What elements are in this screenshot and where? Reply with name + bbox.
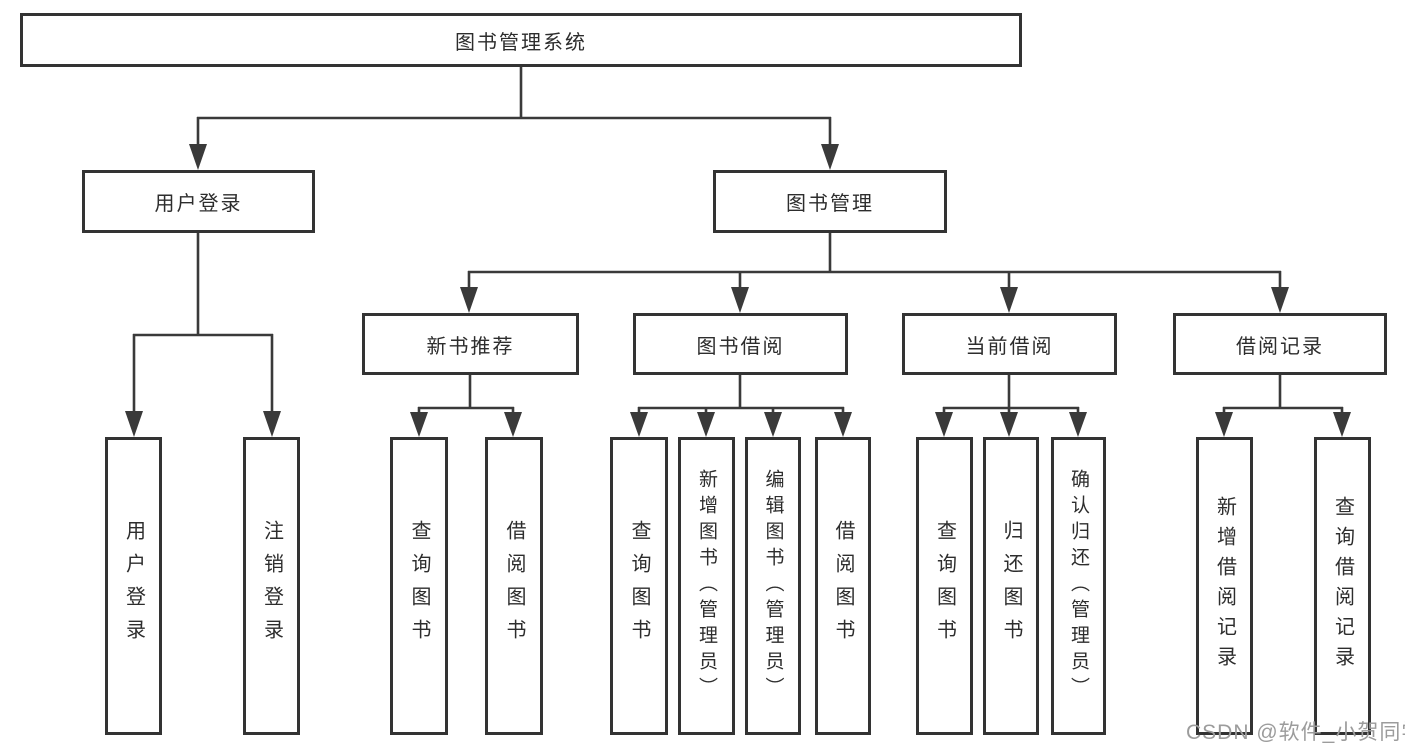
leaf-add-book-admin-label: 新增图书（管理员）	[696, 469, 717, 703]
connector-book-management-to-level3	[460, 233, 1289, 313]
leaf-query-book-recommend: 查询图书	[390, 437, 448, 735]
leaf-query-book-current-label: 查询图书	[933, 520, 956, 652]
node-book-borrow-label: 图书借阅	[696, 335, 785, 358]
connector-user-login-to-leaves	[125, 233, 281, 437]
node-book-borrow: 图书借阅	[633, 313, 848, 375]
node-user-login: 用户登录	[82, 170, 315, 233]
leaf-query-book-recommend-label: 查询图书	[408, 520, 430, 652]
leaf-add-borrow-record: 新增借阅记录	[1196, 437, 1253, 735]
connector-root-to-level2	[189, 67, 839, 170]
leaf-confirm-return-admin-label: 确认归还（管理员）	[1068, 469, 1089, 703]
leaf-return-book-label: 归还图书	[1000, 520, 1022, 652]
leaf-confirm-return-admin: 确认归还（管理员）	[1051, 437, 1106, 735]
leaf-borrow-book-recommend: 借阅图书	[485, 437, 543, 735]
leaf-user-login: 用户登录	[105, 437, 162, 735]
watermark: CSDN @软件_小贺同学	[1186, 721, 1405, 744]
leaf-query-book-borrow-label: 查询图书	[628, 520, 650, 652]
connector-borrow-records-to-leaves	[1215, 375, 1351, 437]
leaf-add-book-admin: 新增图书（管理员）	[678, 437, 735, 735]
node-root: 图书管理系统	[20, 13, 1022, 67]
node-current-borrow: 当前借阅	[902, 313, 1117, 375]
node-book-management-label: 图书管理	[786, 193, 874, 215]
node-borrow-records: 借阅记录	[1173, 313, 1387, 375]
node-new-book-recommend: 新书推荐	[362, 313, 579, 375]
node-root-label: 图书管理系统	[455, 31, 587, 54]
node-new-book-recommend-label: 新书推荐	[426, 335, 515, 358]
leaf-query-borrow-record-label: 查询借阅记录	[1331, 496, 1354, 676]
leaf-query-borrow-record: 查询借阅记录	[1314, 437, 1371, 735]
leaf-query-book-current: 查询图书	[916, 437, 973, 735]
leaf-borrow-book-label: 借阅图书	[832, 520, 854, 652]
node-current-borrow-label: 当前借阅	[965, 335, 1054, 358]
leaf-edit-book-admin: 编辑图书（管理员）	[745, 437, 801, 735]
leaf-return-book: 归还图书	[983, 437, 1039, 735]
node-book-management: 图书管理	[713, 170, 947, 233]
leaf-add-borrow-record-label: 新增借阅记录	[1213, 496, 1236, 676]
leaf-logout-label: 注销登录	[260, 520, 283, 652]
connector-new-book-to-leaves	[410, 375, 522, 437]
leaf-logout: 注销登录	[243, 437, 300, 735]
leaf-borrow-book-recommend-label: 借阅图书	[503, 520, 525, 652]
node-borrow-records-label: 借阅记录	[1236, 335, 1324, 358]
node-user-login-label: 用户登录	[154, 193, 243, 215]
leaf-borrow-book: 借阅图书	[815, 437, 871, 735]
leaf-user-login-label: 用户登录	[122, 520, 145, 652]
connector-book-borrow-to-leaves	[630, 375, 852, 437]
connector-current-borrow-to-leaves	[935, 375, 1087, 437]
leaf-query-book-borrow: 查询图书	[610, 437, 668, 735]
leaf-edit-book-admin-label: 编辑图书（管理员）	[762, 469, 784, 703]
